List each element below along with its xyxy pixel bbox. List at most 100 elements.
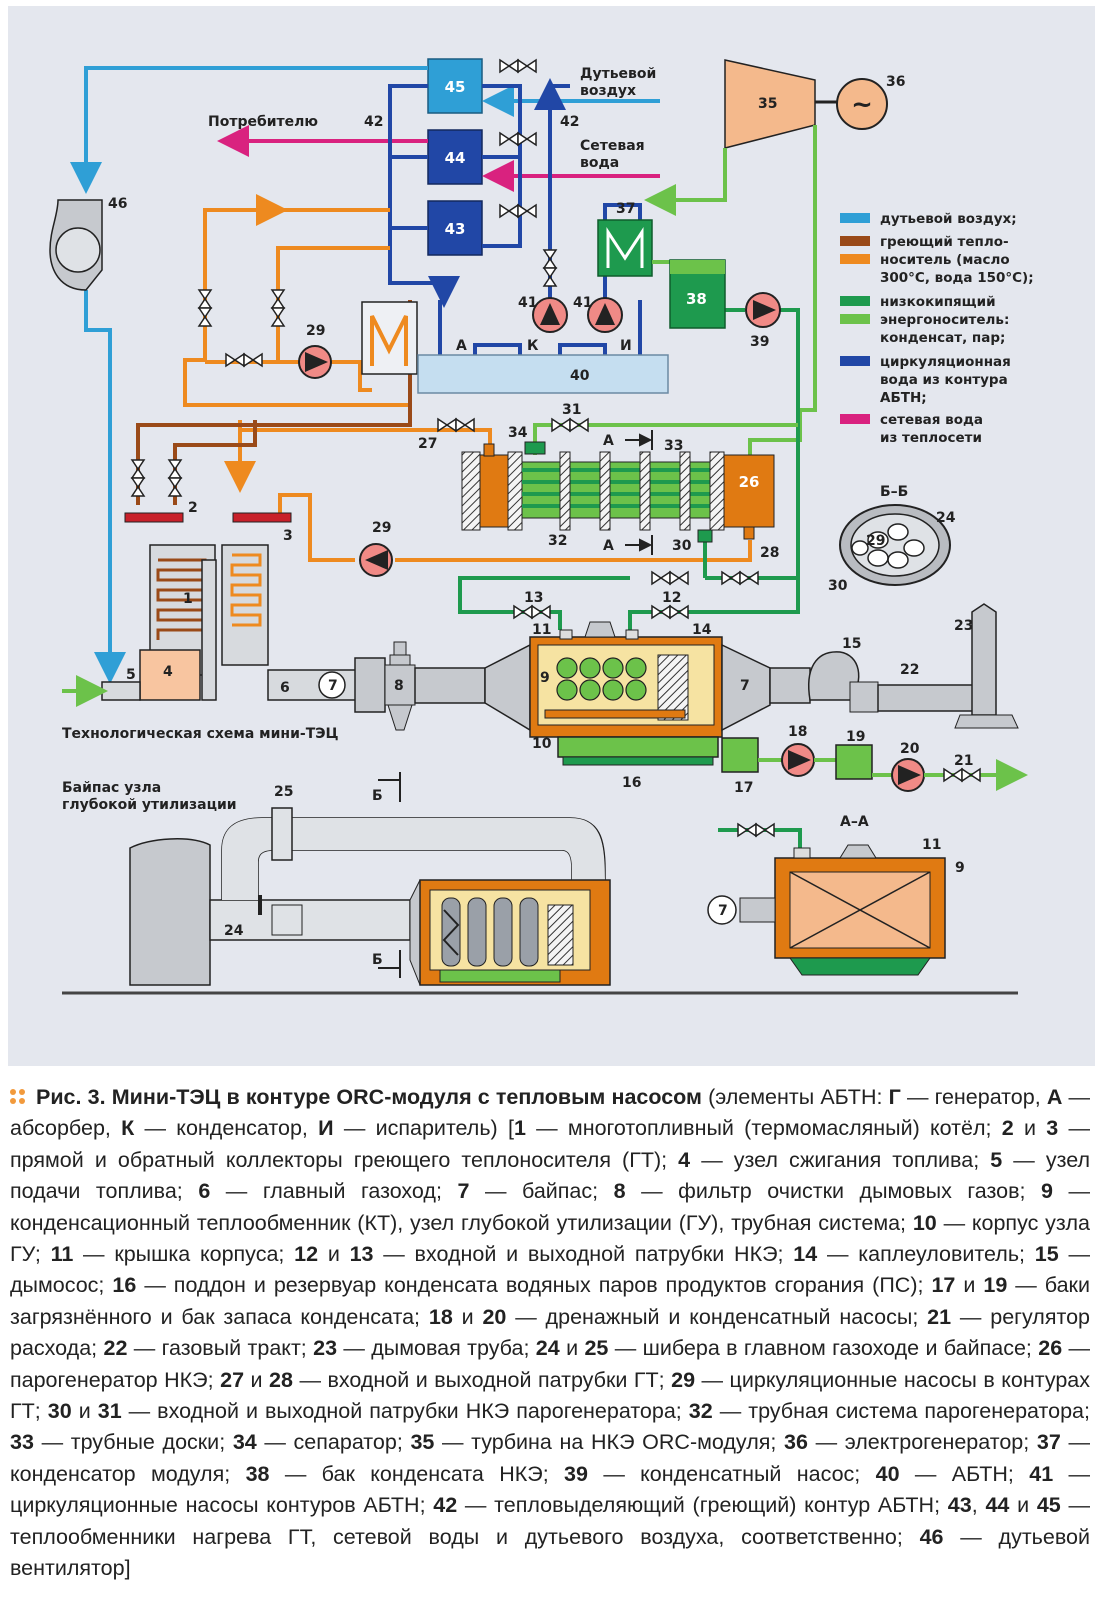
num-29-b: 29 <box>372 520 391 536</box>
num-11-a: 11 <box>532 622 551 638</box>
num-12: 12 <box>662 590 681 606</box>
svg-text:45: 45 <box>445 78 466 96</box>
legend-heating-1: греющий тепло- <box>880 234 1009 250</box>
pump-41-a <box>532 297 568 333</box>
num-6: 6 <box>280 680 290 696</box>
legend-heating-3: 300°C, вода 150°C); <box>880 270 1034 286</box>
condensate-branch <box>721 737 1028 792</box>
num-42-b: 42 <box>560 114 579 130</box>
num-13: 13 <box>524 590 543 606</box>
num-24-b: 24 <box>224 923 244 939</box>
num-7-b: 7 <box>740 678 750 694</box>
num-41-b: 41 <box>573 295 592 311</box>
num-9-a: 9 <box>540 670 550 686</box>
num-29-a: 29 <box>306 323 325 339</box>
heat-exchanger-43: 43 <box>427 200 483 256</box>
label-section-a-top: А <box>603 433 614 449</box>
num-25: 25 <box>274 784 293 800</box>
caption-fig-number: Рис. 3. <box>36 1085 106 1109</box>
caption-marker-icon <box>10 1089 26 1105</box>
num-30-a: 30 <box>672 538 692 554</box>
orc-line <box>458 125 817 630</box>
legend-circ-2: вода из контура <box>880 372 1008 388</box>
num-37: 37 <box>616 201 635 217</box>
valves-heating <box>130 289 475 497</box>
generator-36: ~ <box>836 78 888 130</box>
num-30-b: 30 <box>828 578 848 594</box>
label-network-1: Сетевая <box>580 138 645 154</box>
svg-text:26: 26 <box>739 473 760 491</box>
legend-circ-3: АБТН; <box>880 390 927 406</box>
abhp-generator <box>361 301 418 375</box>
num-29-c: 29 <box>866 533 885 549</box>
diagram-numbers: 1 2 3 4 5 6 7 7 7 8 9 9 10 11 11 12 13 1… <box>108 74 973 939</box>
num-31: 31 <box>562 402 581 418</box>
label-letter-i: И <box>620 338 632 354</box>
section-bb <box>839 504 951 586</box>
legend-orc-3: конденсат, пар; <box>880 330 1005 346</box>
pump-29-top <box>298 345 332 379</box>
num-32: 32 <box>548 533 567 549</box>
svg-text:43: 43 <box>445 220 466 238</box>
num-23: 23 <box>954 618 973 634</box>
num-35: 35 <box>758 96 777 112</box>
num-10: 10 <box>532 736 552 752</box>
num-17: 17 <box>734 780 753 796</box>
legend-air: дутьевой воздух; <box>880 211 1017 227</box>
legend-heating-2: носитель (масло <box>880 252 1010 268</box>
num-19: 19 <box>846 729 865 745</box>
diagram-labels: Дутьевой воздух Сетевая вода Потребителю… <box>62 66 908 968</box>
num-9-b: 9 <box>955 860 965 876</box>
mini-chp-diagram: 45 44 43 <box>49 58 1034 995</box>
label-b-bottom: Б <box>372 952 383 968</box>
num-36: 36 <box>886 74 905 90</box>
num-22: 22 <box>900 662 919 678</box>
num-14: 14 <box>692 622 712 638</box>
caption-title: Мини-ТЭЦ в контуре ORC-модуля с тепловым… <box>111 1085 702 1109</box>
steam-generator: 26 <box>461 441 775 543</box>
num-18: 18 <box>788 724 807 740</box>
num-8: 8 <box>394 678 404 694</box>
label-section-aa: А–А <box>840 814 869 830</box>
num-2: 2 <box>188 500 198 516</box>
num-15: 15 <box>842 636 861 652</box>
num-27: 27 <box>418 436 437 452</box>
num-38: 38 <box>686 290 707 308</box>
pump-29-bottom <box>359 543 393 577</box>
label-network-2: вода <box>580 155 619 171</box>
section-a-markers <box>625 430 653 555</box>
turbine-35 <box>724 59 838 149</box>
num-3: 3 <box>283 528 293 544</box>
num-20: 20 <box>900 741 920 757</box>
num-7-a: 7 <box>328 678 338 694</box>
label-air-1: Дутьевой <box>580 66 656 82</box>
abhp-40 <box>417 354 669 394</box>
num-16: 16 <box>622 775 641 791</box>
bypass-drawing <box>62 772 1018 995</box>
label-bypass-1: Байпас узла <box>62 780 161 796</box>
num-11-b: 11 <box>922 837 941 853</box>
figure-caption: Рис. 3. Мини-ТЭЦ в контуре ORC-модуля с … <box>10 1082 1090 1585</box>
num-5: 5 <box>126 667 136 683</box>
condensate-tank-38 <box>669 259 726 329</box>
gas-duct <box>267 603 1019 766</box>
num-21: 21 <box>954 753 973 769</box>
num-39: 39 <box>750 334 769 350</box>
num-4: 4 <box>163 664 173 680</box>
num-42-a: 42 <box>364 114 383 130</box>
caption-body: (элементы АБТН: Г — генератор, А — абсор… <box>10 1085 1091 1581</box>
legend-orc-2: энергоноситель: <box>880 312 1009 328</box>
num-24-a: 24 <box>936 510 956 526</box>
valves-top <box>499 58 558 287</box>
num-34: 34 <box>508 425 528 441</box>
valves-orc <box>513 417 759 620</box>
label-section-a-bottom: А <box>603 538 614 554</box>
section-aa <box>707 822 946 976</box>
label-bypass-2: глубокой утилизации <box>62 797 237 813</box>
num-46: 46 <box>108 196 127 212</box>
svg-text:44: 44 <box>445 149 466 167</box>
label-to-consumer: Потребителю <box>208 114 318 130</box>
legend-net-1: сетевая вода <box>880 412 983 428</box>
num-33: 33 <box>664 438 683 454</box>
heat-exchanger-45: 45 <box>427 58 483 114</box>
